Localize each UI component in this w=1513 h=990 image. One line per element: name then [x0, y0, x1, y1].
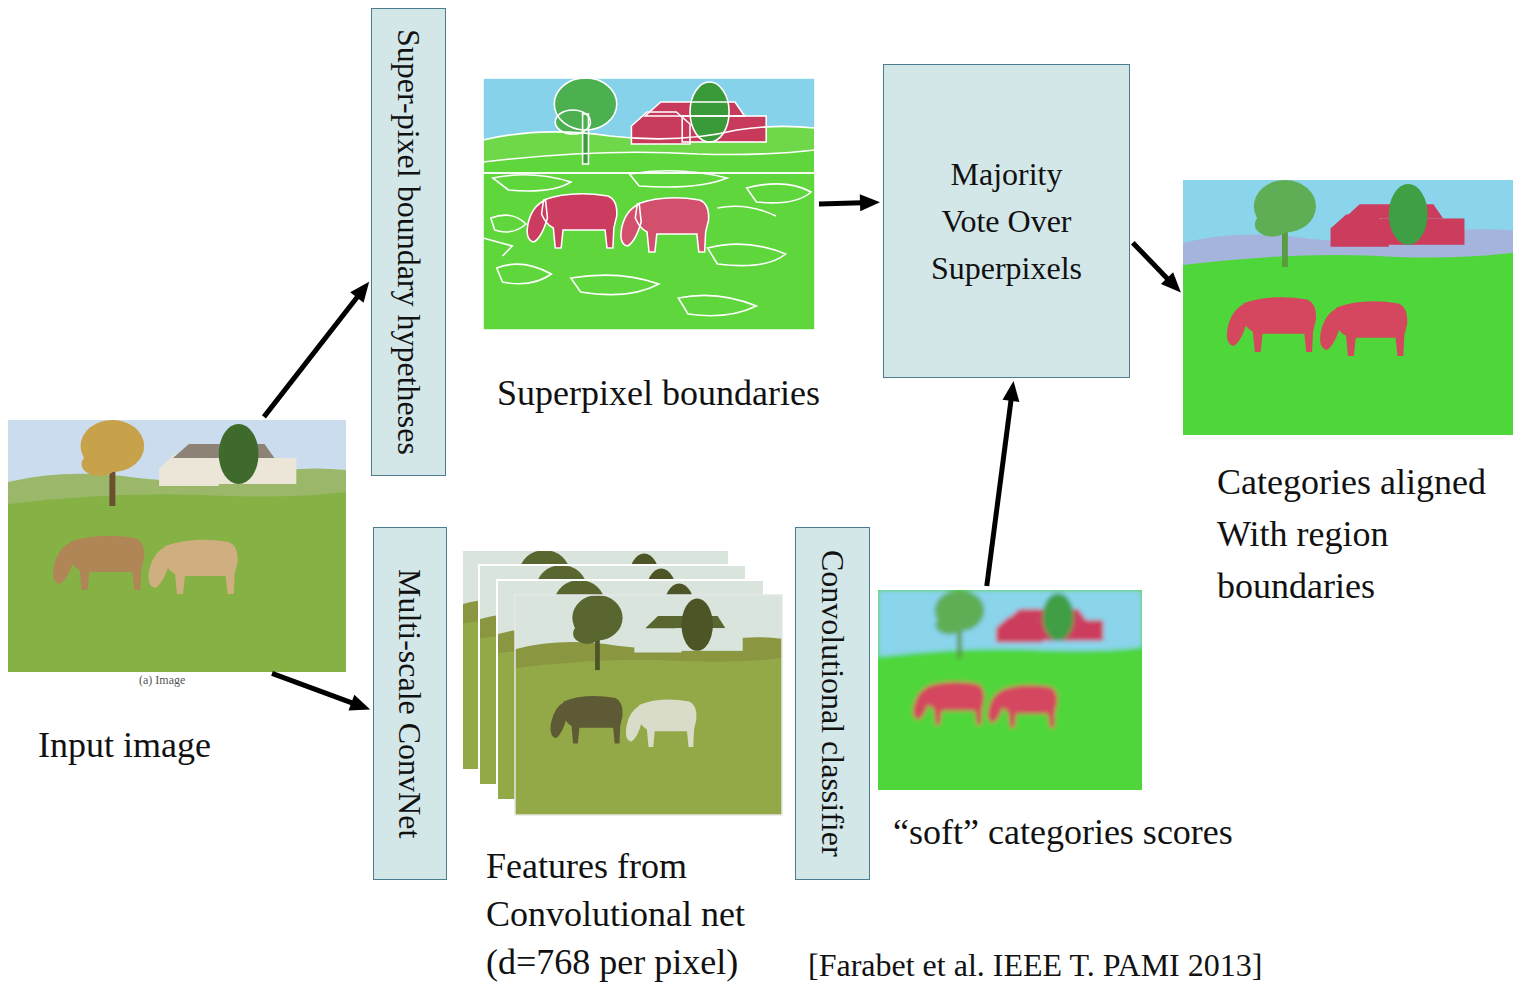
image-caption: Categories aligned With region boundarie… [1217, 456, 1507, 612]
image-panel: Input image [8, 420, 346, 672]
arrow-head [1161, 272, 1181, 292]
citation: [Farabet et al. IEEE T. PAMI 2013] [808, 947, 1262, 983]
scene [878, 590, 1142, 790]
image-panel: Features from Convolutional net (d=768 p… [462, 550, 782, 815]
arrow-connector [987, 381, 1020, 586]
box-label: Multi-scale ConvNet [392, 569, 429, 838]
arrow-head [348, 695, 370, 711]
scene [8, 420, 346, 672]
process-box: Convolutional classifier [795, 527, 870, 880]
boundaries [483, 78, 815, 330]
process-box: Multi-scale ConvNet [373, 527, 447, 880]
feature-map [515, 595, 782, 815]
scene [515, 595, 782, 815]
superpixel-map [483, 78, 815, 330]
arrow-line [1133, 243, 1169, 280]
image-panel: Superpixel boundaries [483, 78, 815, 330]
arrow-head [350, 282, 369, 303]
scene [483, 78, 815, 330]
box-label: Majority Vote Over Superpixels [931, 151, 1082, 292]
process-box: Majority Vote Over Superpixels [883, 64, 1130, 378]
arrow-connector [819, 194, 880, 211]
image-caption: “soft” categories scores [893, 810, 1233, 854]
superpixel-edges [483, 171, 811, 316]
image-caption: Superpixel boundaries [497, 371, 820, 415]
labelled-output [1183, 180, 1513, 435]
arrow-connector [272, 673, 370, 710]
arrow-line [819, 203, 862, 204]
ground [878, 590, 1142, 790]
box-label: Convolutional classifier [814, 550, 851, 857]
soft-scores-map [878, 590, 1142, 790]
image-tag: (a) Image [139, 673, 185, 687]
card-edge [515, 595, 782, 815]
arrow-head [860, 194, 880, 211]
scene [1183, 180, 1513, 435]
feature-stack [462, 550, 782, 815]
image-caption: Input image [38, 723, 211, 767]
arrow-line [987, 399, 1011, 586]
arrow-line [264, 296, 358, 417]
arrow-connector [264, 282, 369, 417]
arrow-line [272, 673, 353, 703]
input-photo [8, 420, 346, 672]
image-panel: “soft” categories scores [878, 590, 1142, 790]
arrow-head [1003, 381, 1020, 402]
process-box: Super-pixel boundary hypetheses [371, 8, 446, 476]
arrow-connector [1133, 243, 1181, 293]
image-caption: Features from Convolutional net (d=768 p… [486, 842, 766, 986]
image-panel: Categories aligned With region boundarie… [1183, 180, 1513, 435]
box-label: Super-pixel boundary hypetheses [390, 29, 427, 455]
